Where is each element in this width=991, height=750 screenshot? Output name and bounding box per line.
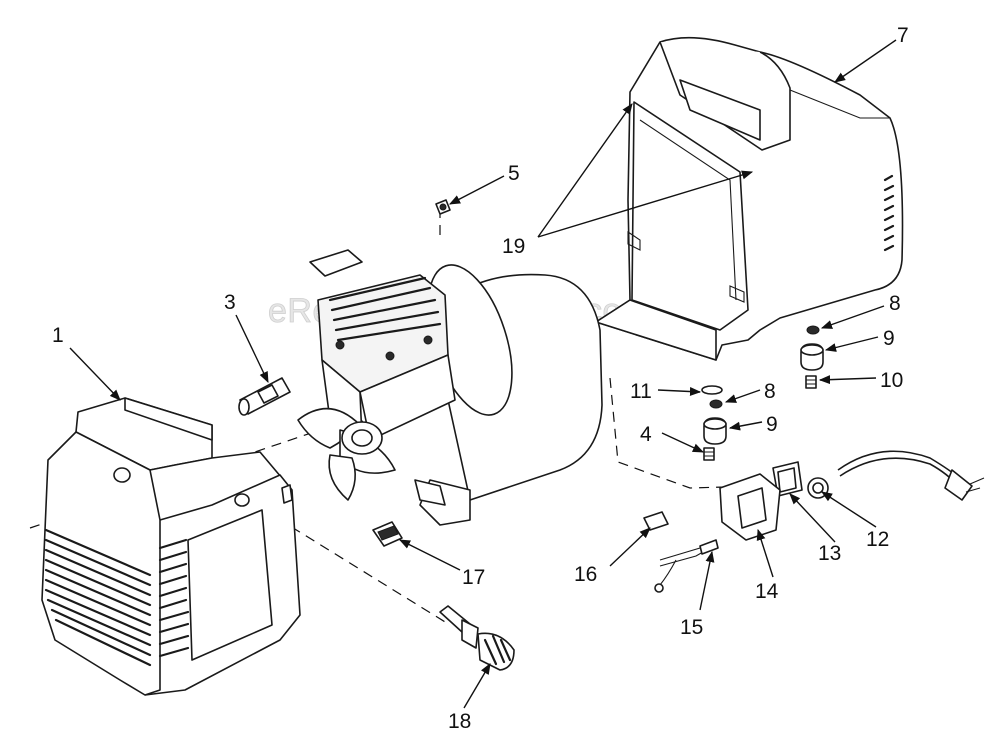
callout-3: 3 [224,291,236,314]
callout-4: 4 [640,423,652,446]
clip-part-17 [372,521,403,547]
callout-16: 16 [574,563,597,586]
hardware-8-9-10 [800,325,824,389]
callout-8-upper: 8 [889,292,901,315]
front-shroud-grille [44,528,190,667]
valve-part-18 [439,605,515,671]
motor-pump-assembly [297,249,603,526]
callout-10: 10 [880,369,903,392]
switch-plate-part-14 [719,473,781,541]
callout-7: 7 [897,24,909,47]
screw-part-5 [435,199,451,215]
fitting-part-3 [238,377,291,416]
callout-1: 1 [52,324,64,347]
callout-9-upper: 9 [883,327,895,350]
callout-19: 19 [502,235,525,258]
callout-14: 14 [755,580,779,603]
callout-11: 11 [630,380,652,403]
callout-18: 18 [448,710,471,733]
callout-9-lower: 9 [766,413,778,436]
callout-17: 17 [462,566,485,589]
hardware-4-8-9-11 [701,385,727,461]
rear-shroud-vents [883,174,895,252]
callout-8-lower: 8 [764,380,776,403]
cord-and-switch-12-13 [772,450,985,501]
wiring-15-16 [643,511,719,593]
leader-lines [69,39,897,709]
rear-shroud-part-7 [595,36,904,361]
callout-labels: 1 3 5 7 19 8 9 10 8 9 11 4 12 13 14 15 1… [52,24,909,733]
callout-5: 5 [508,162,520,185]
callout-12: 12 [866,528,889,551]
front-shroud-part-1 [41,397,301,696]
callout-15: 15 [680,616,703,639]
callout-13: 13 [818,542,841,565]
